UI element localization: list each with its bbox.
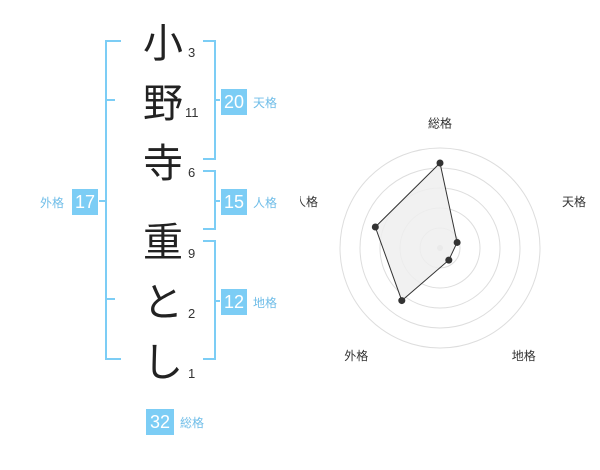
radar-label-0: 総格 — [428, 116, 452, 131]
name-char-6: し — [143, 340, 183, 386]
stroke-count-2: 11 — [185, 105, 199, 120]
name-char-3: 寺 — [143, 141, 183, 187]
jinkaku-value: 15 — [221, 189, 247, 215]
radar-ring-5 — [339, 147, 541, 349]
gaikaku-value: 17 — [72, 189, 98, 215]
radar-label-1: 天格 — [562, 194, 586, 209]
name-char-2: 野 — [143, 81, 183, 127]
name-char-5: と — [143, 280, 183, 326]
radar-label-4: 人格 — [300, 194, 318, 209]
stroke-count-4: 9 — [188, 246, 196, 261]
name-char-4: 重 — [143, 220, 183, 266]
radar-label-2: 地格 — [512, 348, 536, 363]
soukaku-value: 32 — [146, 409, 174, 435]
chikaku-value: 12 — [221, 289, 247, 315]
gaikaku-label: 外格 — [40, 196, 65, 210]
stroke-count-6: 1 — [188, 366, 196, 381]
name-char-1: 小 — [143, 21, 183, 67]
radar-point-2 — [445, 256, 453, 264]
radar-point-0 — [436, 159, 444, 167]
radar-area — [374, 162, 458, 302]
tenkaku-label: 天格 — [253, 96, 278, 110]
stroke-count-5: 2 — [188, 306, 196, 321]
chikaku-label: 地格 — [253, 296, 278, 310]
radar-point-1 — [453, 238, 461, 246]
radar-label-3: 外格 — [344, 348, 368, 363]
stroke-count-3: 6 — [188, 165, 196, 180]
radar-points — [371, 159, 461, 305]
jinkaku-label: 人格 — [253, 196, 278, 210]
soukaku-label: 総格 — [180, 416, 205, 430]
radar-point-4 — [371, 223, 379, 231]
tenkaku-value: 20 — [221, 89, 247, 115]
radar-rings — [339, 147, 541, 349]
stroke-count-1: 3 — [188, 45, 196, 60]
radar-point-3 — [398, 297, 406, 305]
